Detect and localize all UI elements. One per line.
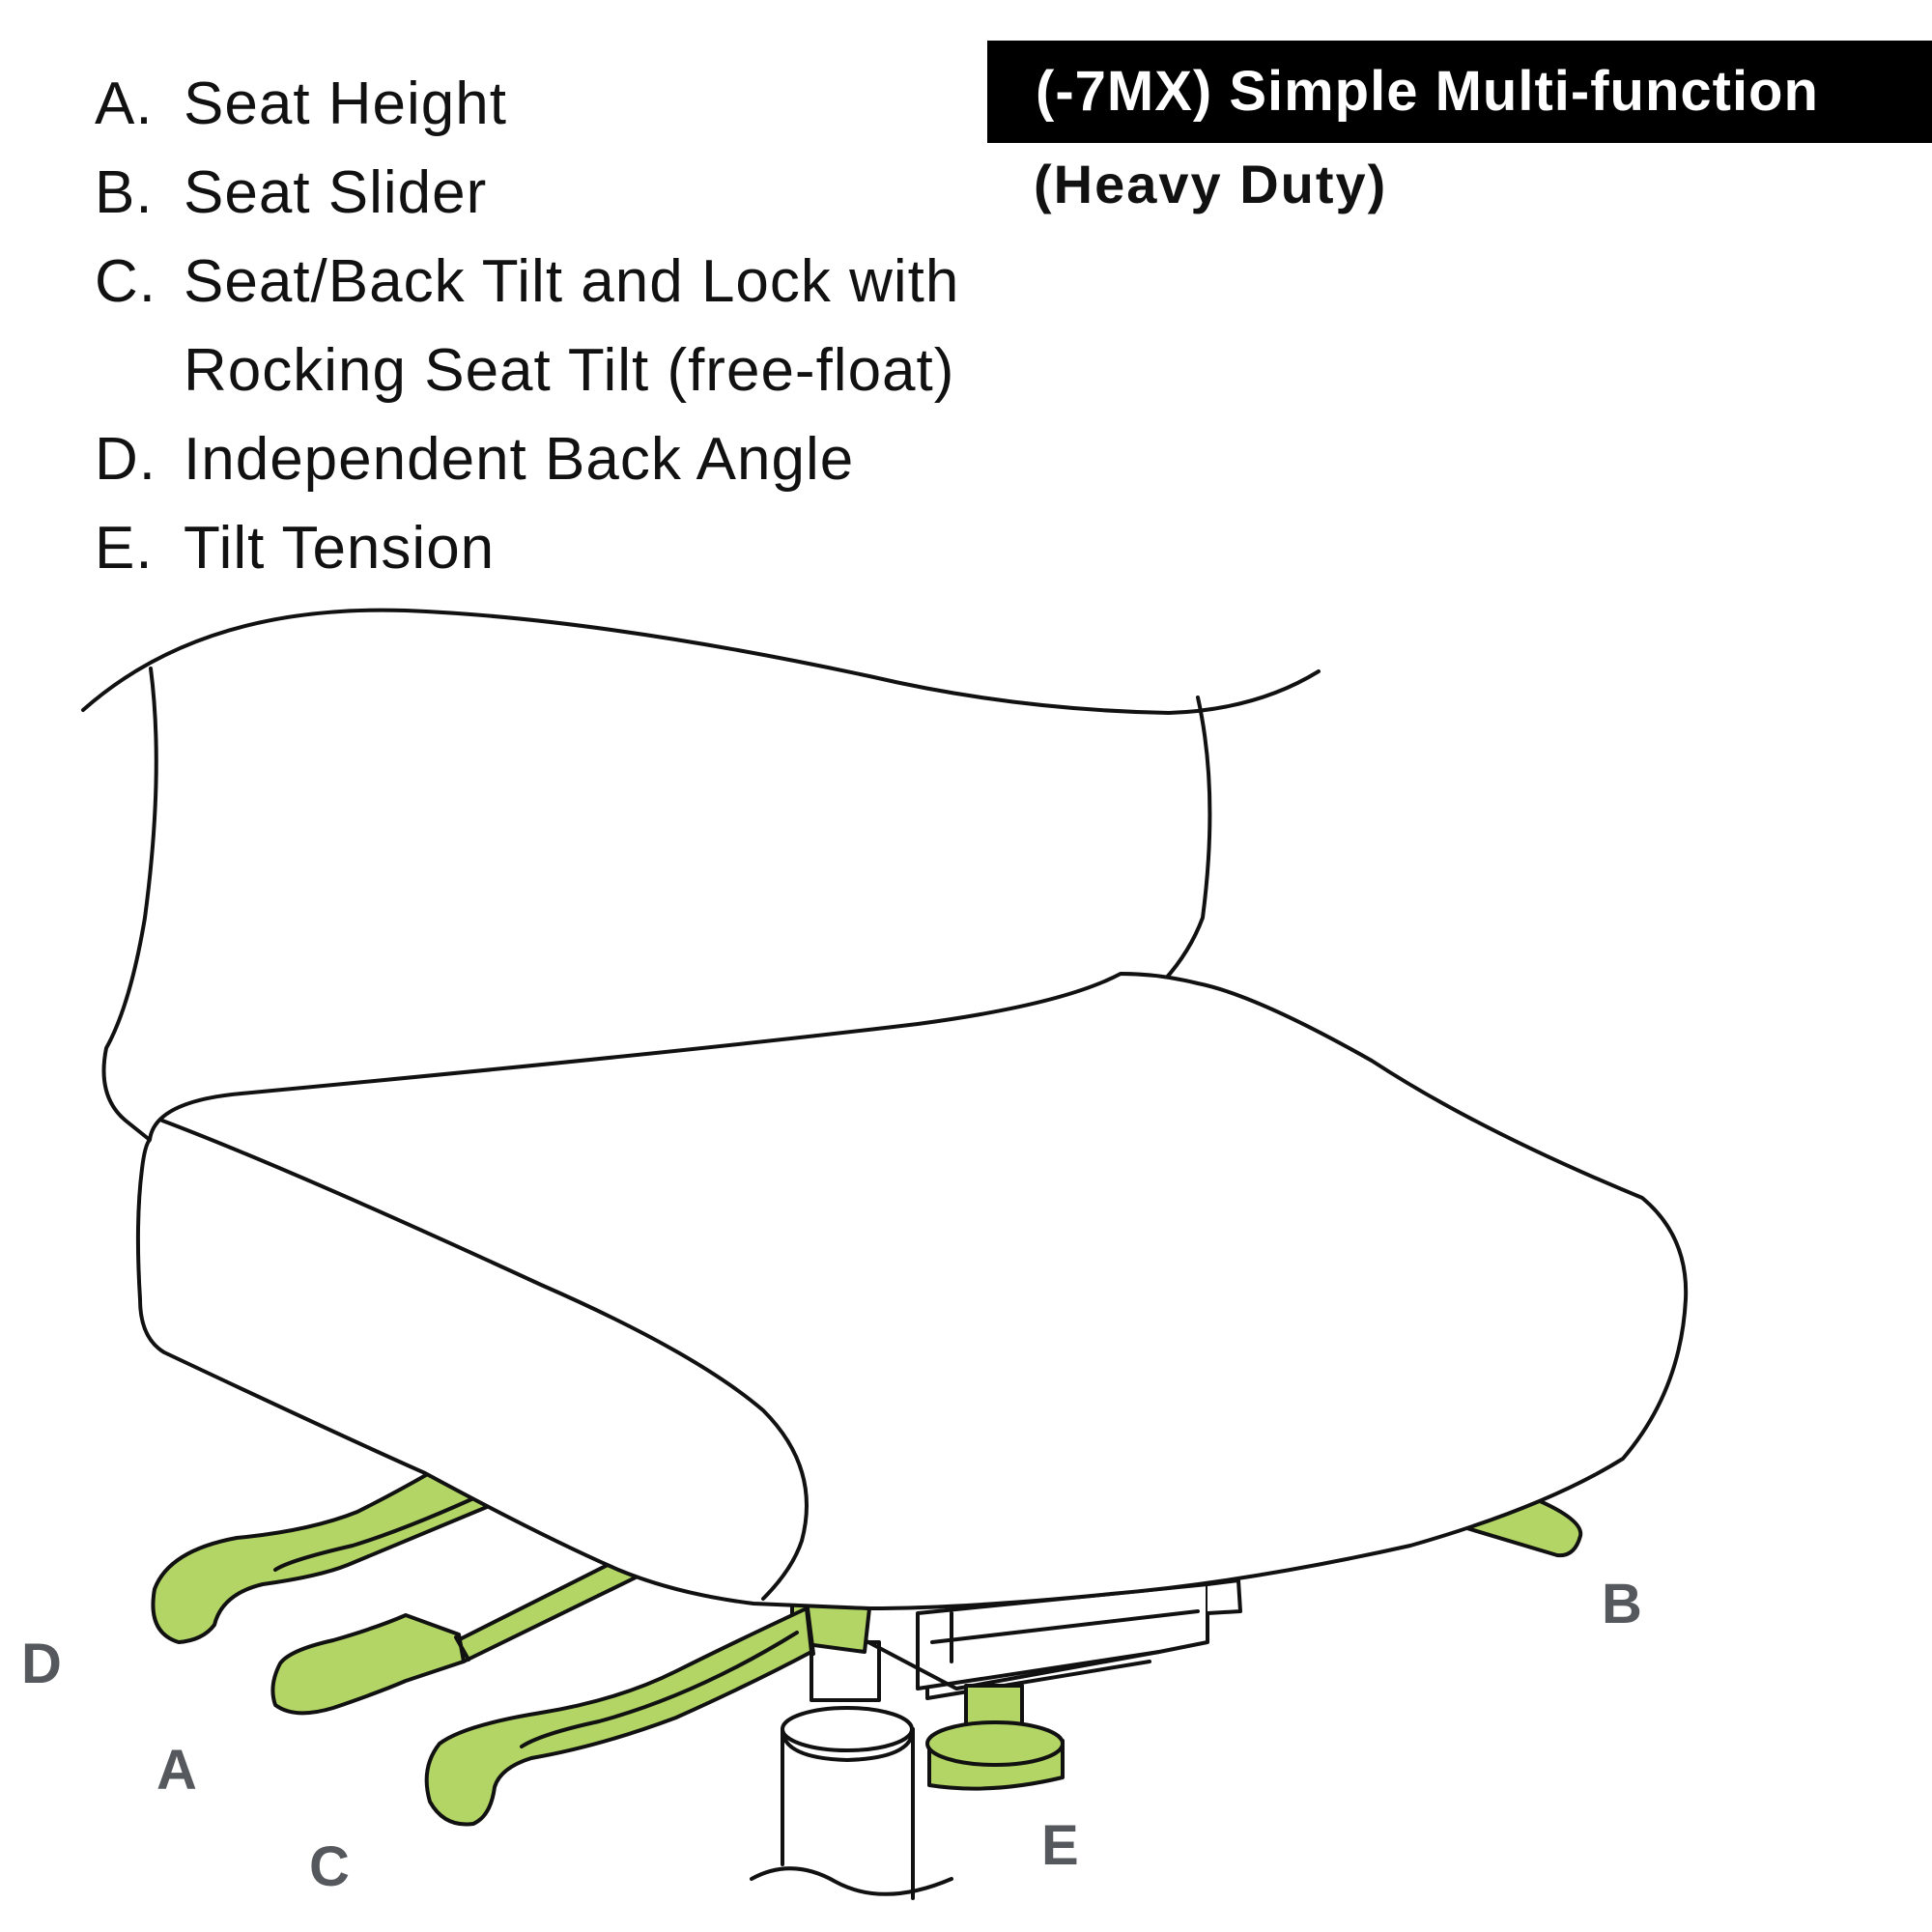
- callout-e: E: [1041, 1814, 1079, 1877]
- callout-c: C: [309, 1835, 350, 1898]
- tilt-tension-knob: [927, 1686, 1063, 1789]
- callout-d: D: [21, 1633, 62, 1695]
- callout-a: A: [156, 1739, 197, 1802]
- callout-b: B: [1602, 1573, 1642, 1635]
- seat-height-lever: [272, 1557, 638, 1713]
